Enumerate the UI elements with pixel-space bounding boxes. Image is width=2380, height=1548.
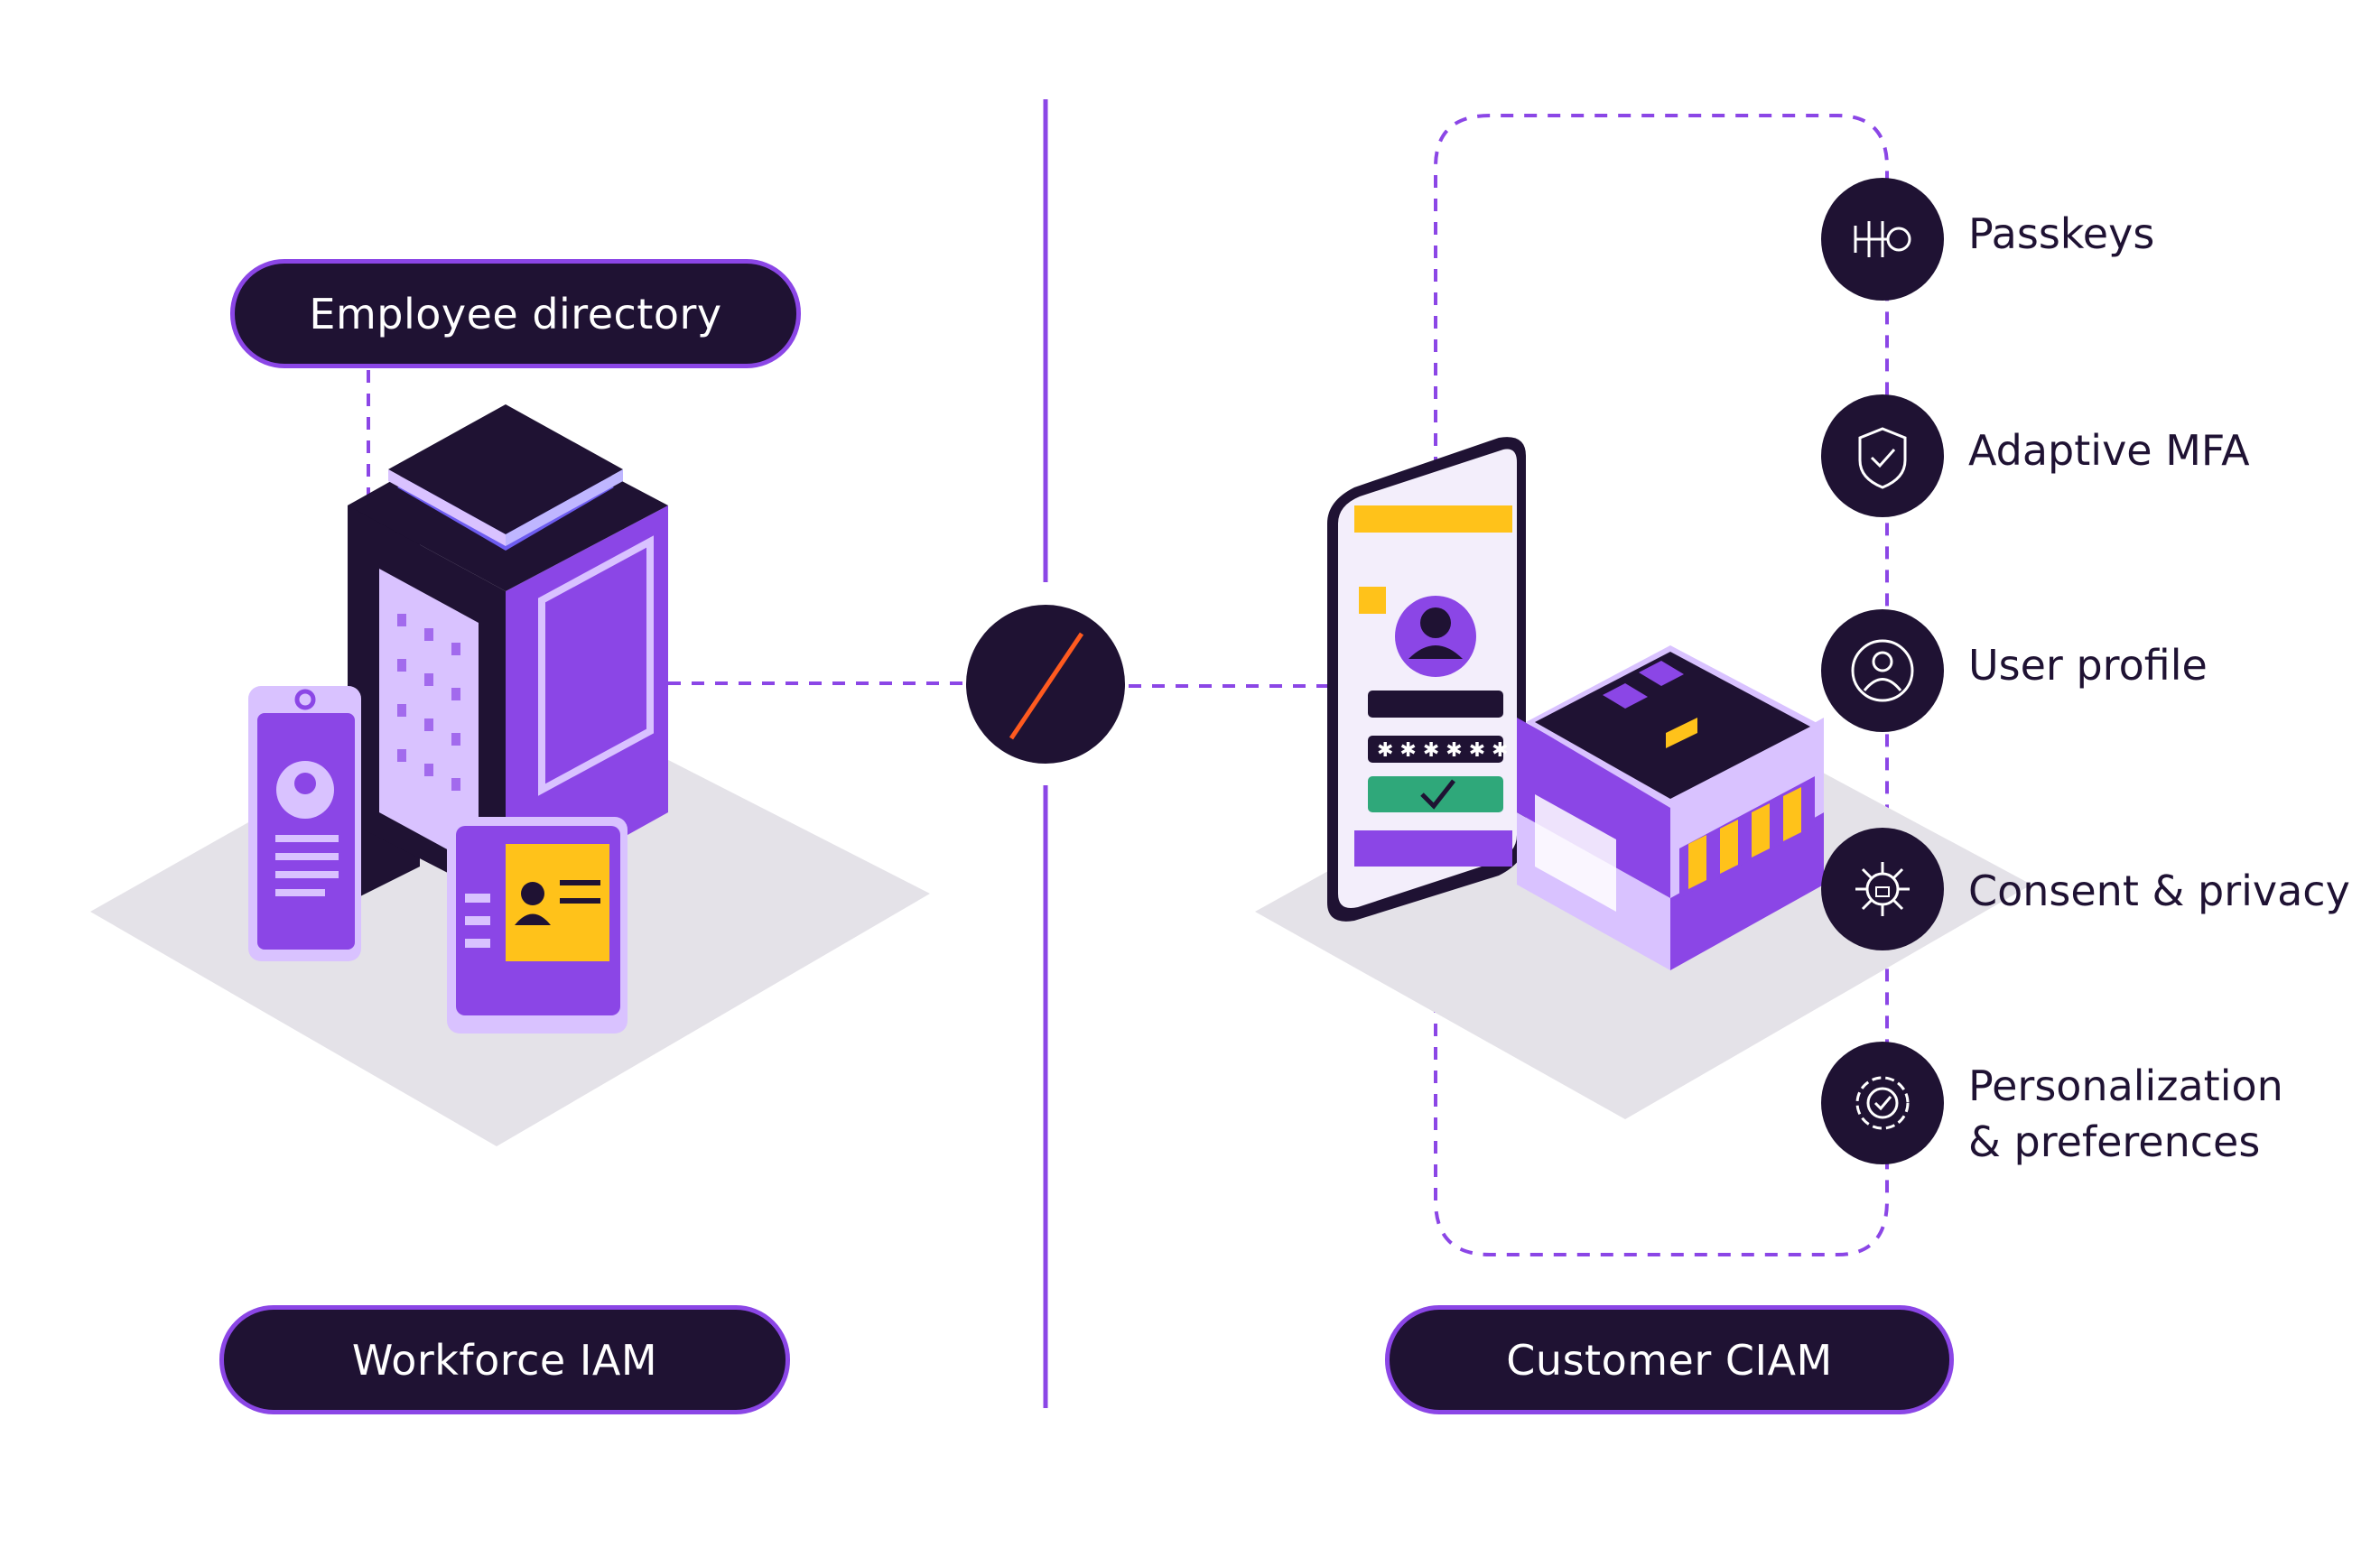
dashed-connectors	[367, 114, 1889, 1256]
employee-directory-label: Employee directory	[230, 259, 801, 368]
passkey-icon	[1821, 178, 1944, 301]
store-illustration	[1517, 645, 1824, 970]
feature-passkeys: Passkeys	[1968, 206, 2154, 262]
shield-check-icon	[1821, 394, 1944, 517]
feature-label-line1: Personalization	[1968, 1061, 2283, 1110]
feature-label-line2: & preferences	[1968, 1117, 2261, 1166]
feature-personalization: Personalization & preferences	[1968, 1058, 2283, 1170]
svg-text:✱ ✱ ✱ ✱ ✱ ✱: ✱ ✱ ✱ ✱ ✱ ✱	[1377, 739, 1509, 762]
feature-label: Passkeys	[1968, 209, 2155, 258]
monitor-illustration	[447, 817, 628, 1034]
feature-user-profile: User profile	[1968, 637, 2208, 693]
phone-illustration: ✱ ✱ ✱ ✱ ✱ ✱	[1327, 437, 1526, 922]
feature-consent-privacy: Consent & privacy	[1968, 863, 2350, 919]
workforce-iam-label: Workforce IAM	[219, 1305, 790, 1414]
customer-ciam-label: Customer CIAM	[1385, 1305, 1954, 1414]
gear-check-icon	[1821, 1042, 1944, 1164]
feature-label: Adaptive MFA	[1968, 426, 2250, 475]
feature-adaptive-mfa: Adaptive MFA	[1968, 422, 2250, 478]
id-badge-illustration	[248, 686, 361, 961]
user-icon	[1821, 609, 1944, 732]
lock-network-icon	[1821, 828, 1944, 950]
feature-label: User profile	[1968, 641, 2208, 690]
slash-logo-icon	[966, 605, 1125, 764]
feature-label: Consent & privacy	[1968, 867, 2350, 915]
office-building-illustration	[348, 404, 668, 903]
